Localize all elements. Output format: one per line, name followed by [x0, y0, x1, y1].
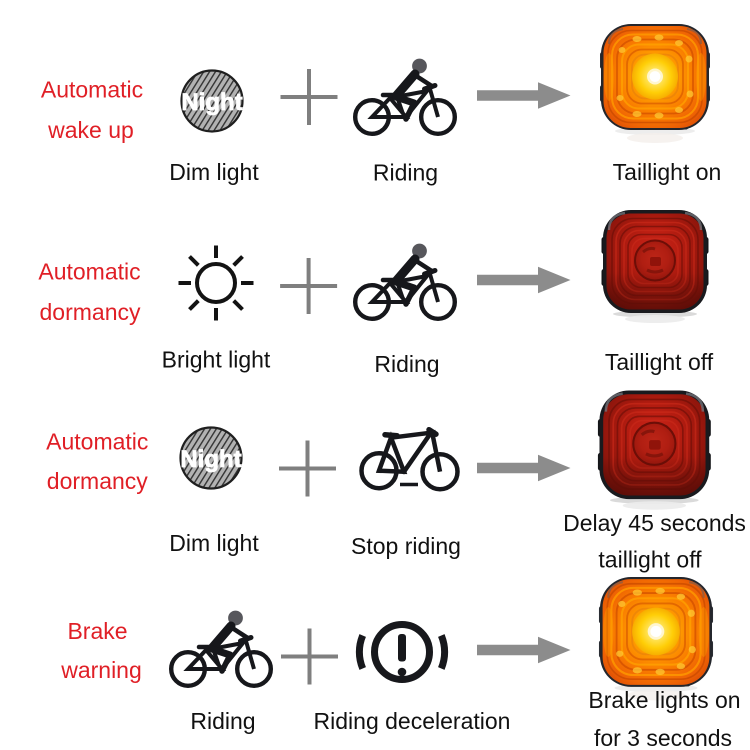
- svg-text:Riding: Riding: [374, 351, 439, 377]
- svg-text:taillight off: taillight off: [598, 547, 702, 573]
- svg-text:Dim light: Dim light: [169, 530, 259, 556]
- svg-text:dormancy: dormancy: [47, 468, 148, 494]
- svg-text:Riding: Riding: [190, 708, 255, 734]
- svg-text:Brake: Brake: [67, 618, 127, 644]
- svg-text:Riding: Riding: [373, 160, 438, 186]
- svg-text:Taillight off: Taillight off: [605, 349, 714, 375]
- svg-text:Automatic: Automatic: [41, 77, 143, 103]
- svg-text:for 3 seconds: for 3 seconds: [594, 725, 732, 750]
- svg-text:Bright light: Bright light: [162, 347, 271, 373]
- svg-text:Automatic: Automatic: [46, 429, 148, 455]
- svg-text:Taillight on: Taillight on: [613, 159, 722, 185]
- svg-text:dormancy: dormancy: [40, 299, 141, 325]
- svg-text:Night: Night: [180, 446, 241, 473]
- svg-text:Stop riding: Stop riding: [351, 533, 461, 559]
- svg-text:wake up: wake up: [47, 117, 134, 143]
- svg-text:warning: warning: [60, 657, 142, 683]
- svg-text:Automatic: Automatic: [38, 259, 140, 285]
- svg-text:Dim light: Dim light: [169, 159, 259, 185]
- svg-text:Delay 45 seconds: Delay 45 seconds: [563, 510, 746, 536]
- svg-text:Brake lights on: Brake lights on: [588, 687, 740, 713]
- svg-text:Riding deceleration: Riding deceleration: [314, 708, 511, 734]
- svg-text:Night: Night: [181, 89, 242, 116]
